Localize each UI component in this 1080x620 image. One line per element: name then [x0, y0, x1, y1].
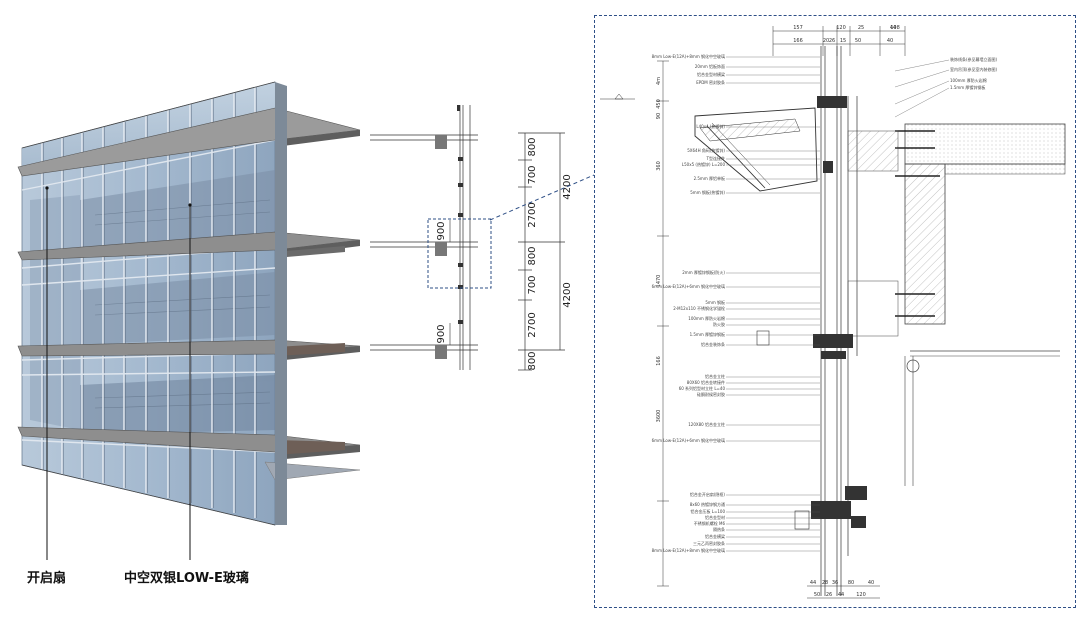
detail-note: 120X80 铝合金立柱	[688, 421, 725, 427]
bottom-dim-label: 28	[822, 580, 828, 586]
vent-sash-label: 开启扇	[27, 571, 67, 586]
left-dim-label: 1470	[656, 275, 662, 288]
detail-note-right: 100mm 厚防火岩棉	[950, 77, 987, 83]
dim-floor-b: 4200	[562, 282, 573, 307]
bottom-dim-label: 50	[814, 592, 820, 598]
detail-note: 铝合金横梁	[705, 533, 725, 539]
detail-note: 8mm Low-E(12A)+8mm 钢化中空玻璃	[652, 547, 725, 553]
detail-note: 100mm 厚防火岩棉	[688, 315, 725, 321]
left-dim-label: 4m	[656, 77, 662, 85]
detail-note: 80X60 铝合金转接件	[687, 379, 725, 385]
detail-note: 硅酮耐候密封胶	[697, 391, 725, 397]
left-dim-label: 450	[656, 99, 662, 109]
detail-note: EPDM 密封胶条	[696, 79, 725, 85]
detail-note: 铝合金开启扇(隐框)	[690, 491, 726, 497]
bottom-dim-label: 80	[848, 580, 854, 586]
dim-span-b: 2700	[527, 312, 538, 337]
dim-gap-b: 700	[527, 275, 538, 294]
floor-slab-3	[17, 339, 361, 361]
floor-slab-2	[17, 231, 361, 261]
left-dim-label: 3600	[656, 410, 662, 423]
dim-slab-b: 800	[527, 246, 538, 265]
top-dim-label: 26	[829, 38, 835, 44]
glass-label: 中空双银LOW-E玻璃	[124, 571, 249, 586]
left-dim-label: 90	[656, 113, 662, 119]
dim-slab-a: 800	[527, 137, 538, 156]
detail-note: 铝合金型材	[705, 514, 725, 520]
left-dim-label: 360	[656, 161, 662, 171]
bottom-dim-label: 40	[868, 580, 874, 586]
dim-sill-b: 900	[436, 324, 447, 343]
callout-box	[427, 218, 492, 289]
top-dim-label: 166	[793, 38, 803, 44]
floor-slab-5	[264, 461, 361, 481]
top-dim-label: 15	[840, 38, 846, 44]
dim-gap-a: 700	[527, 165, 538, 184]
detail-note: T型连接件	[706, 155, 725, 161]
detail-note: 2mm 厚镀锌钢板(防火)	[682, 269, 725, 275]
detail-note: 不锈钢机螺栓 M6	[694, 520, 726, 526]
detail-note: 铝合金型材横梁	[697, 71, 725, 77]
facade-rendering	[17, 81, 361, 560]
dim-sill-a: 900	[436, 221, 447, 240]
detail-note: 防火胶	[713, 321, 725, 327]
detail-note: 20mm 铝板饰面	[695, 63, 725, 69]
floor-slab-1	[17, 107, 361, 177]
detail-note: L50x5 (热镀锌) L=200	[682, 161, 726, 167]
floor-slab-4	[17, 426, 361, 460]
wall-section: 800 700 2700 4200 800 700 2700 4200 800 …	[370, 105, 573, 371]
detail-note: 三元乙丙密封胶条	[693, 540, 725, 546]
top-dim-label: 157	[793, 25, 803, 31]
concrete-slab	[904, 123, 1066, 165]
callout-connector	[489, 174, 595, 221]
sunshade-fin	[694, 107, 818, 192]
detail-note: 5mm 钢板	[705, 299, 725, 305]
detail-note: 60 系列铝型材立柱 L=40	[679, 385, 726, 391]
dim-span-a: 2700	[527, 202, 538, 227]
detail-note: 5mm 钢板(热镀锌)	[690, 189, 725, 195]
detail-note-right: 1.5mm 厚镀锌钢板	[950, 84, 985, 90]
top-dim-label: 20	[823, 38, 829, 44]
bottom-dim-label: 120	[856, 592, 866, 598]
left-dim-label: 166	[656, 356, 662, 366]
detail-note: 8x60 热镀锌钢方通	[690, 501, 725, 507]
bottom-dim-label: 26	[826, 592, 832, 598]
detail-note: 2.5mm 厚铝单板	[694, 175, 725, 181]
top-dim-label: 44	[890, 25, 896, 31]
detail-note: 1.5mm 厚镀锌钢板	[690, 331, 725, 337]
detail-note: 隔热条	[713, 526, 725, 532]
bottom-dim-label: 44	[810, 580, 816, 586]
top-dim-label: 108	[890, 25, 900, 31]
detail-note: 铝合金压板 L=100	[691, 508, 726, 514]
detail-note: 6mm Low-E(12A)+6mm 钢化中空玻璃	[652, 283, 725, 289]
detail-note: 8mm Low-E(12A)+8mm 钢化中空玻璃	[652, 53, 725, 59]
top-dim-label: 120	[836, 25, 846, 31]
concrete-beam	[904, 163, 946, 325]
detail-note-right: 装饰线条(参见幕墙立面图)	[950, 56, 998, 62]
detail-note: 铝合金立柱	[705, 373, 725, 379]
detail-note: 铝合金装饰条	[701, 341, 725, 347]
top-dim-label: 50	[855, 38, 861, 44]
bottom-dim-label: 44	[838, 592, 844, 598]
bottom-dim-label: 36	[832, 580, 838, 586]
dim-slab-c: 800	[527, 351, 538, 370]
detail-note: 6mm Low-E(12A)+6mm 钢化中空玻璃	[652, 437, 725, 443]
detail-note: L40x4 (热镀锌)	[696, 123, 725, 129]
detail-note-right: 室内吊顶(参见室内装修图)	[950, 66, 998, 72]
detail-note: 2-M12x110 不锈钢化学锚栓	[673, 305, 725, 311]
detail-note: 5X64H 角码(热镀锌)	[687, 147, 725, 153]
top-dim-label: 40	[887, 38, 893, 44]
top-dim-label: 25	[858, 25, 864, 31]
